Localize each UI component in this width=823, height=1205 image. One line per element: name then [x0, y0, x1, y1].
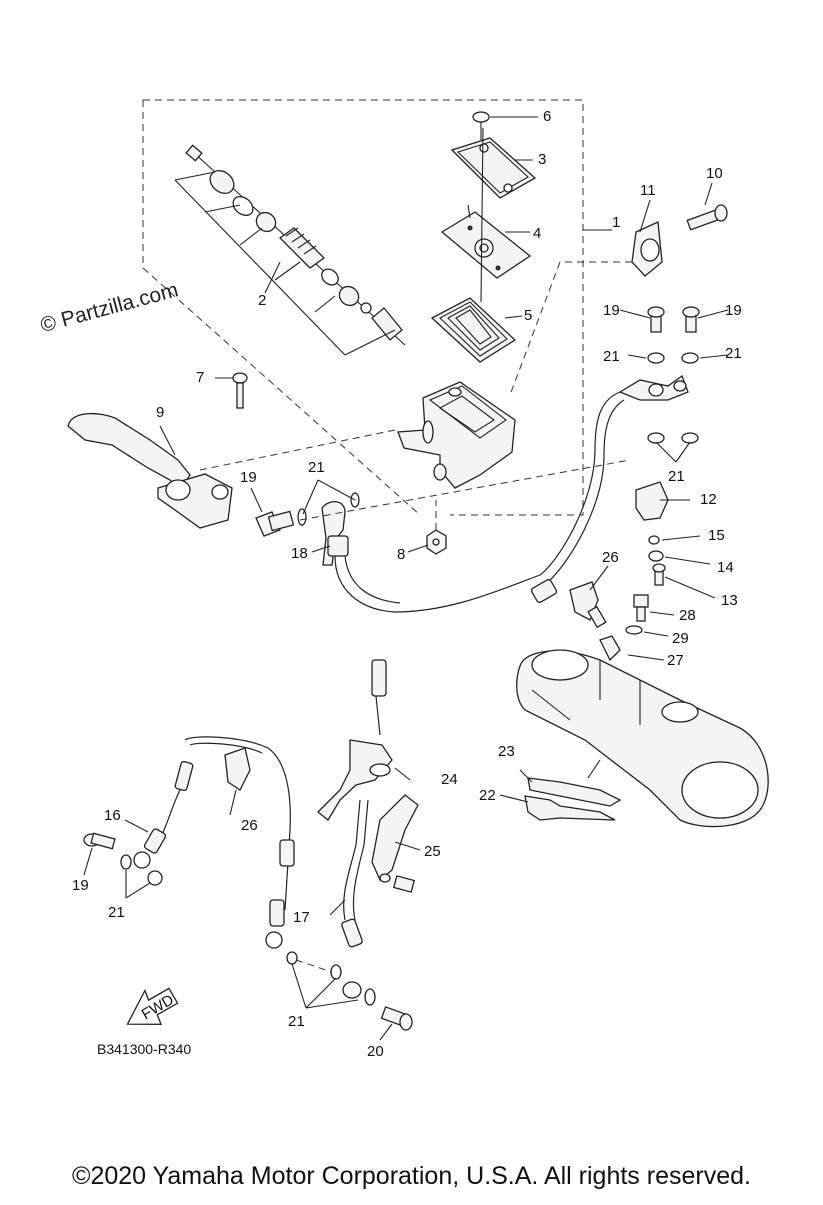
- callout-10: 10: [706, 165, 723, 182]
- brake-lever-9: [67, 413, 396, 529]
- callout-2: 2: [258, 292, 266, 309]
- right-bolts: [530, 306, 729, 603]
- callout-14: 14: [717, 559, 734, 576]
- callout-29: 29: [672, 630, 689, 647]
- piston-kit: [174, 144, 406, 356]
- callout-16: 16: [104, 807, 121, 824]
- callout-11: 11: [640, 182, 656, 199]
- callout-7: 7: [196, 369, 204, 386]
- callout-17: 17: [293, 909, 310, 926]
- callout-13: 13: [721, 592, 738, 609]
- upper-hose-guide-26: [569, 565, 609, 629]
- nut-8: [426, 500, 447, 555]
- reservoir-cap-stack: [430, 111, 537, 363]
- callout-12: 12: [700, 491, 717, 508]
- callout-28: 28: [679, 607, 696, 624]
- brackets-22-23: [499, 769, 622, 821]
- banjo-bolt-assembly: [255, 459, 631, 613]
- assembly-boundary: [142, 99, 584, 516]
- bolt-28: [625, 594, 675, 661]
- callout-labels: 1 2 3 4 5 6 7 8 9 10 11 12 13 14 15 16 1…: [72, 108, 742, 1060]
- callout-1: 1: [612, 214, 620, 231]
- callout-3: 3: [538, 151, 546, 168]
- callout-19a: 19: [240, 469, 257, 486]
- lower-bracket-yoke: [516, 635, 769, 828]
- hose-clamp-12: [635, 481, 716, 599]
- callout-25: 25: [424, 843, 441, 860]
- clamp-11: [509, 182, 728, 396]
- callout-24: 24: [441, 771, 458, 788]
- callout-26a: 26: [602, 549, 619, 566]
- screw-7: [215, 372, 248, 409]
- copyright-footer: ©2020 Yamaha Motor Corporation, U.S.A. A…: [72, 1162, 751, 1190]
- callout-26b: 26: [241, 817, 258, 834]
- callout-19b: 19: [603, 302, 620, 319]
- callout-8: 8: [397, 546, 405, 563]
- callout-4: 4: [533, 225, 541, 242]
- callout-19d: 19: [72, 877, 89, 894]
- callout-19c: 19: [725, 302, 742, 319]
- callout-27: 27: [667, 652, 684, 669]
- callout-9: 9: [156, 404, 164, 421]
- callout-22: 22: [479, 787, 496, 804]
- master-cylinder-body: [397, 381, 516, 489]
- callout-21c: 21: [725, 345, 742, 362]
- callout-21b: 21: [603, 348, 620, 365]
- lower-hoses: [83, 659, 421, 1031]
- callout-21a: 21: [308, 459, 325, 476]
- callout-21d: 21: [668, 468, 685, 485]
- callout-21f: 21: [288, 1013, 305, 1030]
- callout-21e: 21: [108, 904, 125, 921]
- callout-6: 6: [543, 108, 551, 125]
- callout-15: 15: [708, 527, 725, 544]
- fwd-arrow-icon: FWD: [126, 987, 179, 1025]
- callout-18: 18: [291, 545, 308, 562]
- callout-5: 5: [524, 307, 532, 324]
- diagram-code: B341300-R340: [97, 1041, 192, 1057]
- callout-23: 23: [498, 743, 515, 760]
- callout-20: 20: [367, 1043, 384, 1060]
